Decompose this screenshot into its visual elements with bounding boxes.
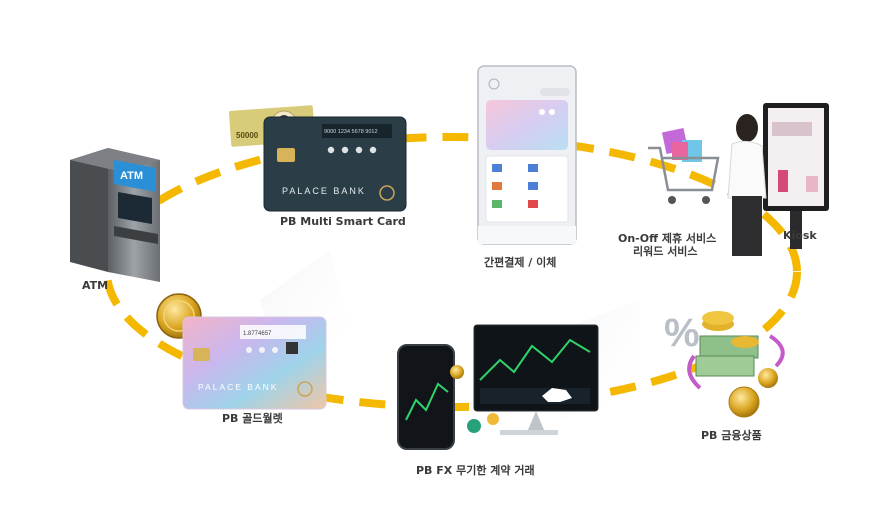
on-off-service-label-line1: On-Off 제휴 서비스 <box>618 232 717 245</box>
atm-label: ATM <box>82 279 109 292</box>
shopping-cart-icon <box>648 127 720 204</box>
smart-card-label: PB Multi Smart Card <box>280 215 406 228</box>
svg-text:%: % <box>664 311 700 355</box>
gold-wallet-label: PB 골드월렛 <box>222 412 283 425</box>
financial-products-illustration: % <box>664 311 785 418</box>
wallet-card-brand: PALACE BANK <box>198 382 278 392</box>
card-number: 9000 1234 5678 9012 <box>324 129 378 135</box>
fx-trading-devices <box>397 324 599 450</box>
kiosk-illustration <box>763 103 829 249</box>
person-illustration <box>727 114 767 256</box>
financial-products-label: PB 금융상품 <box>701 429 762 442</box>
atm-illustration: ATM <box>70 148 160 282</box>
on-off-service-label-line2: 리워드 서비스 <box>633 245 698 258</box>
kiosk-label: Kiosk <box>783 229 817 242</box>
pb-gold-wallet-card: 1.8774657 PALACE BANK <box>156 293 327 410</box>
fx-trading-label: PB FX 무기한 계약 거래 <box>416 464 535 477</box>
wallet-balance: 1.8774657 <box>243 331 272 337</box>
atm-screen-text: ATM <box>120 170 143 182</box>
banknote-value: 50000 <box>236 131 259 140</box>
card-brand: PALACE BANK <box>282 186 366 196</box>
mobile-payment-label: 간편결제 / 이체 <box>484 256 557 269</box>
pb-multi-smart-card: 50000 9000 1234 5678 9012 PALACE BANK <box>228 105 407 212</box>
mobile-payment-phone <box>477 65 577 245</box>
